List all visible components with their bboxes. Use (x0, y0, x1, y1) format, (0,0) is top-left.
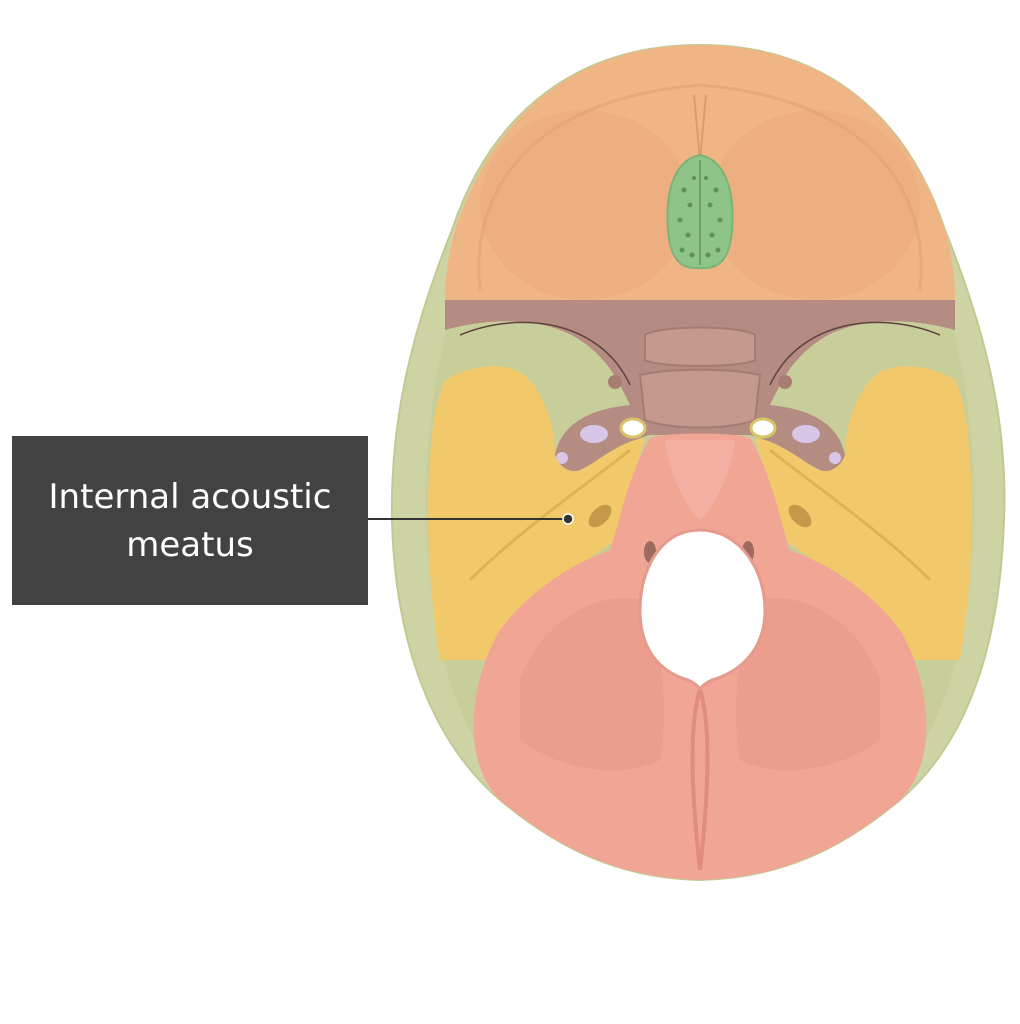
left-petrous-ridge (468, 448, 631, 582)
left-lesser-wing-ridge (459, 321, 631, 386)
left-internal-acoustic-meatus (588, 504, 612, 528)
right-orbital-roof (710, 110, 920, 300)
right-foramen-spinosum (829, 452, 841, 464)
structure-label: Internal acoustic meatus (12, 436, 368, 605)
right-internal-acoustic-meatus (788, 504, 812, 528)
dorsum-sellae (638, 368, 762, 429)
left-orbital-roof (480, 110, 690, 300)
right-foramen-lacerum (749, 417, 777, 439)
sella-turcica (644, 326, 756, 367)
right-petrous-ridge (769, 448, 932, 582)
occipital-fossa-right (736, 598, 880, 771)
frontal-inner-rim (477, 83, 923, 291)
left-foramen-spinosum (556, 452, 568, 464)
occipital-fossa-left (520, 598, 664, 771)
label-pointer-dot (562, 513, 574, 525)
internal-occipital-crest (690, 689, 710, 871)
right-foramen-rotundum (778, 375, 792, 389)
right-temporal-bone (755, 366, 972, 660)
left-foramen-rotundum (608, 375, 622, 389)
label-line-2: meatus (126, 524, 254, 565)
left-foramen-lacerum (619, 417, 647, 439)
left-foramen-ovale (580, 425, 608, 443)
foramen-magnum (638, 528, 767, 691)
right-foramen-ovale (792, 425, 820, 443)
left-temporal-bone (428, 366, 645, 660)
clivus (665, 440, 735, 520)
right-lesser-wing-ridge (769, 321, 941, 386)
label-line-1: Internal acoustic (48, 476, 332, 517)
